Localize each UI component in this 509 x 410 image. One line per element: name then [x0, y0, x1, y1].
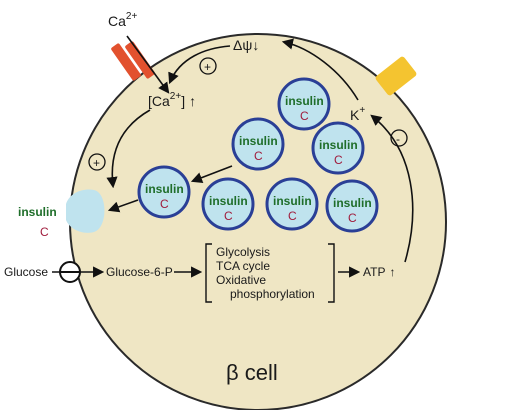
metabolism-step: phosphorylation — [230, 287, 315, 301]
potassium-label: K+ — [350, 105, 365, 123]
metabolism-step: TCA cycle — [216, 259, 270, 273]
svg-text:insulin: insulin — [273, 194, 312, 208]
svg-text:insulin: insulin — [333, 196, 372, 210]
minus-sign-text: - — [396, 132, 400, 146]
plus-sign-top — [199, 57, 217, 75]
glucose-6-phosphate-label: Glucose-6-P — [106, 265, 173, 279]
insulin-granule: insulin C — [231, 117, 285, 171]
svg-text:C: C — [334, 153, 343, 167]
insulin-granule: insulin C — [201, 177, 255, 231]
svg-text:insulin: insulin — [285, 94, 324, 108]
svg-text:insulin: insulin — [239, 134, 278, 148]
membrane-potential-label: Δψ↓ — [233, 37, 259, 53]
released-insulin-label: insulin — [18, 205, 57, 219]
glucose-label: Glucose — [4, 265, 48, 279]
calcium-extracellular-label: Ca2+ — [108, 11, 137, 29]
granule-fusion-arrow — [107, 199, 139, 213]
metabolism-step: Oxidative — [216, 273, 266, 287]
plus-sign-top-text: + — [204, 60, 211, 74]
svg-text:insulin: insulin — [319, 138, 358, 152]
svg-text:C: C — [160, 197, 169, 211]
insulin-granule: insulin C — [311, 121, 365, 175]
svg-text:C: C — [224, 209, 233, 223]
svg-text:insulin: insulin — [145, 182, 184, 196]
granule-transport-arrow — [190, 165, 233, 184]
svg-text:C: C — [348, 211, 357, 225]
calcium-triggers-exocytosis-arrow — [106, 109, 151, 189]
svg-text:insulin: insulin — [209, 194, 248, 208]
insulin-granule: insulin C — [277, 77, 331, 131]
calcium-intracellular-label: [Ca2+]↑ — [148, 91, 196, 109]
svg-text:C: C — [288, 209, 297, 223]
calcium-channel — [111, 41, 155, 81]
svg-text:C: C — [254, 149, 263, 163]
fusing-granule — [66, 189, 105, 233]
plus-sign-left — [88, 153, 106, 171]
metabolism-bracket-left — [205, 243, 212, 303]
potassium-channel — [375, 56, 417, 96]
atp-label: ATP↑ — [363, 265, 395, 279]
metabolism-step: Glycolysis — [216, 245, 270, 259]
minus-sign — [390, 129, 408, 147]
depolarization-opens-channel-arrow — [168, 45, 231, 85]
metabolism-bracket-right — [328, 243, 335, 303]
calcium-influx-arrow — [126, 35, 170, 94]
potassium-to-potential-arrow — [281, 38, 359, 101]
plus-sign-left-text: + — [93, 156, 100, 170]
insulin-granule: insulin C — [137, 165, 191, 219]
cell-type-label: β cell — [226, 360, 278, 385]
insulin-granule: insulin C — [325, 179, 379, 233]
svg-text:C: C — [300, 109, 309, 123]
released-cpeptide-label: C — [40, 225, 49, 239]
insulin-granule: insulin C — [265, 177, 319, 231]
atp-closes-channel-arrow — [370, 114, 414, 263]
